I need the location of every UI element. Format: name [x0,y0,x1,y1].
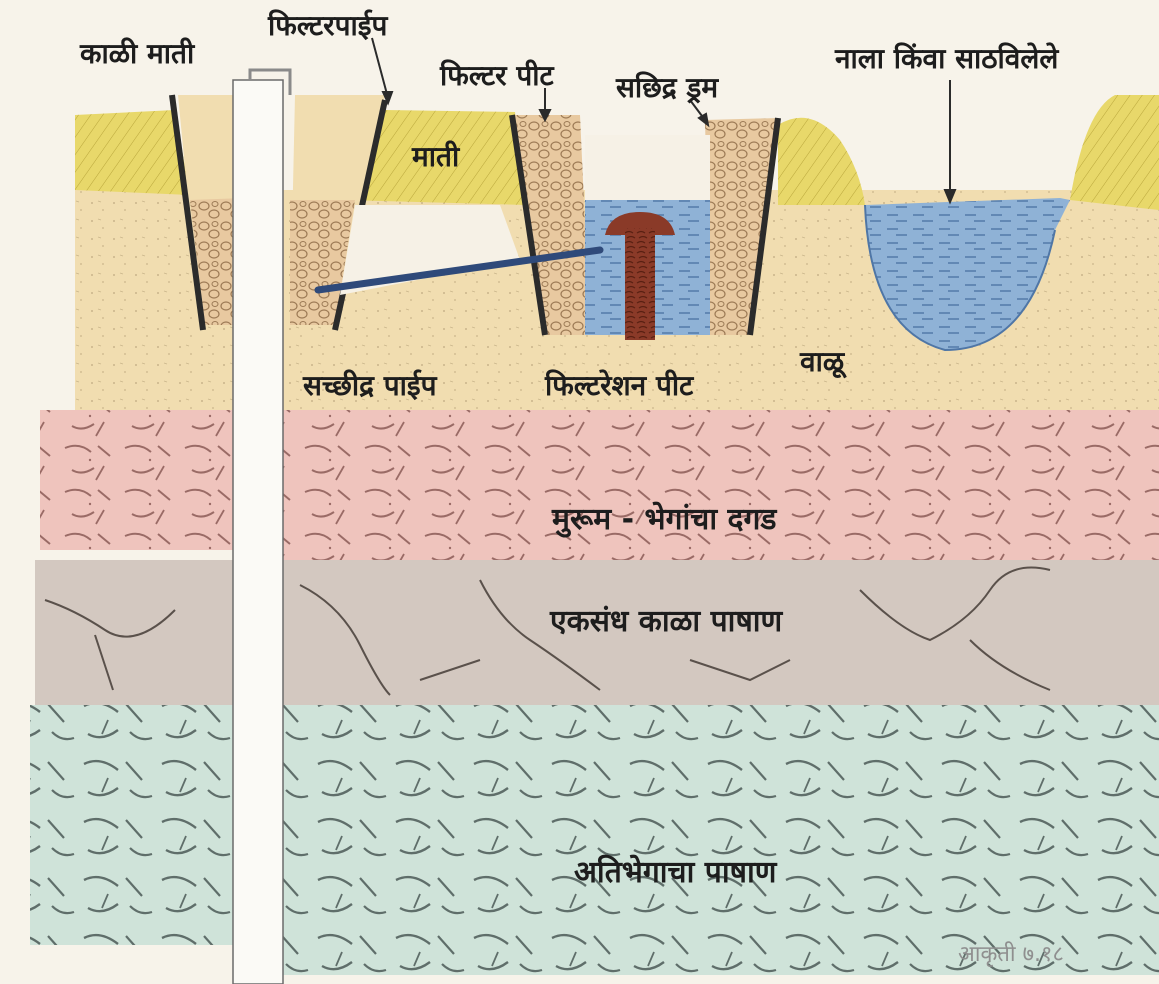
murum-layer [40,410,1159,560]
filter-pipe [233,70,290,984]
label-filter-pipe: फिल्टरपाईप [268,12,387,40]
label-murum-layer: मुरूम - भेगांचा दगड [552,505,776,535]
label-fractured-rock: अतिभेगाचा पाषाण [574,858,776,888]
label-filter-pit: फिल्टर पीट [440,62,554,90]
label-soil: माती [412,143,459,171]
label-filtration-pit: फिल्टरेशन पीट [545,372,693,400]
label-compact-black-rock: एकसंध काळा पाषाण [550,607,782,637]
figure-number: आकृती ७.१८ [958,944,1064,966]
label-black-soil: काळी माती [80,40,194,68]
label-stream: नाला किंवा साठविलेले [835,45,1058,73]
label-sand: वाळू [800,348,844,376]
label-perforated-pipe: सच्छीद्र पाईप [303,372,437,400]
label-perforated-drum: सछिद्र ड्रम [616,74,718,102]
fractured-rock-layer [30,705,1159,975]
